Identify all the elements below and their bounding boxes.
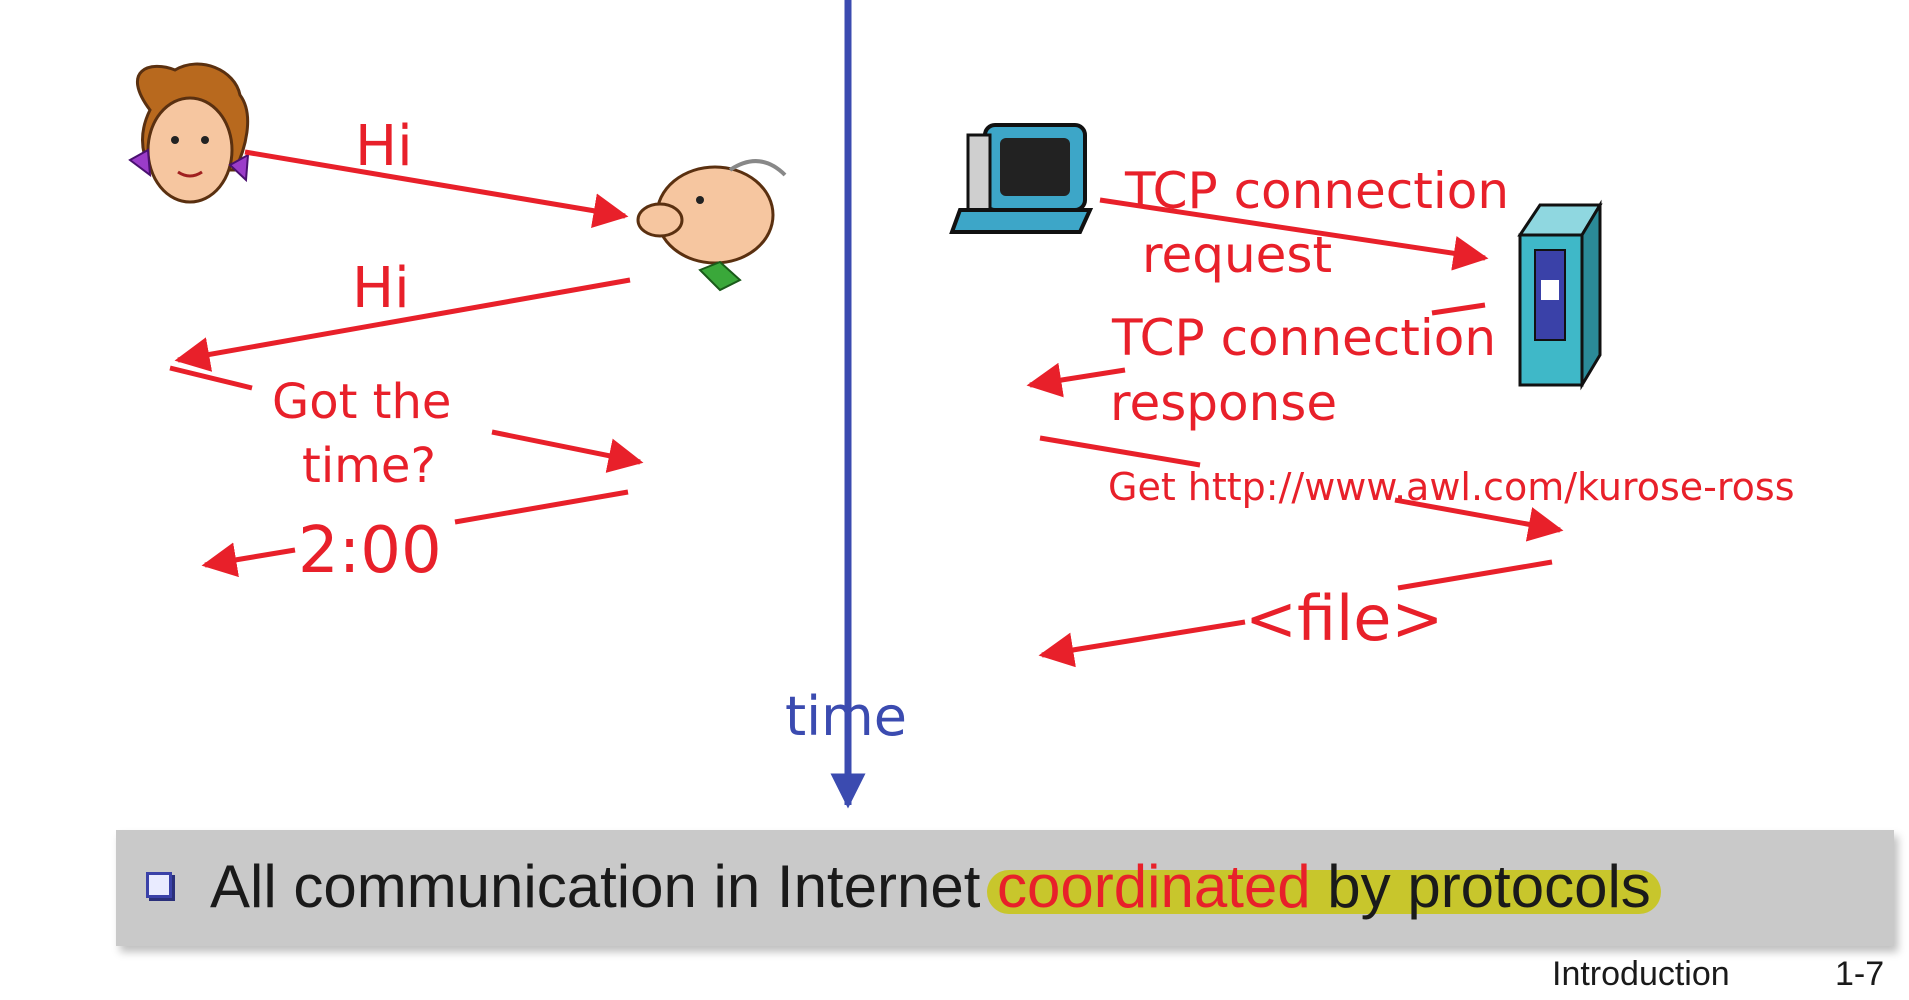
server-icon <box>1517 199 1603 391</box>
footer-section: Introduction <box>1552 955 1730 993</box>
file-response: <file> <box>1245 582 1443 655</box>
tcp-request-arrow <box>1099 197 1489 271</box>
http-get-request: Get http://www.awl.com/kurose-ross <box>1108 465 1795 509</box>
http-get-arrow-a <box>1039 435 1201 468</box>
woman-icon <box>128 62 250 204</box>
tcp-response-line2: response <box>1110 374 1337 432</box>
http-get-arrow-b <box>1394 497 1564 542</box>
bullet-text-highlight: coordinated <box>997 853 1311 920</box>
file-arrow-b <box>1038 619 1246 668</box>
tcp-request-line1: TCP connection <box>1124 162 1509 220</box>
human-arrow-answer-a <box>454 489 629 525</box>
tcp-response-line1: TCP connection <box>1111 309 1496 367</box>
human-msg-got-the: Got the <box>272 374 451 430</box>
tcp-response-arrow-a <box>1431 302 1486 316</box>
bullet-statement: All communication in Internet coordinate… <box>210 852 1661 922</box>
bullet-text-before: All communication in Internet <box>210 853 998 920</box>
human-msg-time: time? <box>302 438 436 494</box>
man-icon <box>636 159 787 292</box>
timeline-label: time <box>785 685 907 748</box>
human-arrow-hi-2 <box>174 277 631 372</box>
tcp-request-line2: request <box>1142 226 1332 284</box>
footer-page-number: 1-7 <box>1835 955 1885 993</box>
square-bullet-icon <box>146 872 172 898</box>
bullet-highlight: coordinated by protocols <box>987 852 1661 922</box>
human-arrow-answer-b <box>201 542 296 578</box>
tcp-response-arrow-b <box>1026 362 1126 398</box>
file-arrow-a <box>1397 559 1553 591</box>
human-msg-answer: 2:00 <box>298 514 442 588</box>
computer-icon <box>949 123 1094 234</box>
human-arrow-time-a <box>169 365 253 391</box>
bullet-text-after: by protocols <box>1310 853 1651 920</box>
human-arrow-hi-1 <box>244 149 629 229</box>
human-msg-hi-2: Hi <box>352 256 410 321</box>
human-arrow-time-b <box>491 429 644 473</box>
human-msg-hi-1: Hi <box>355 114 413 179</box>
